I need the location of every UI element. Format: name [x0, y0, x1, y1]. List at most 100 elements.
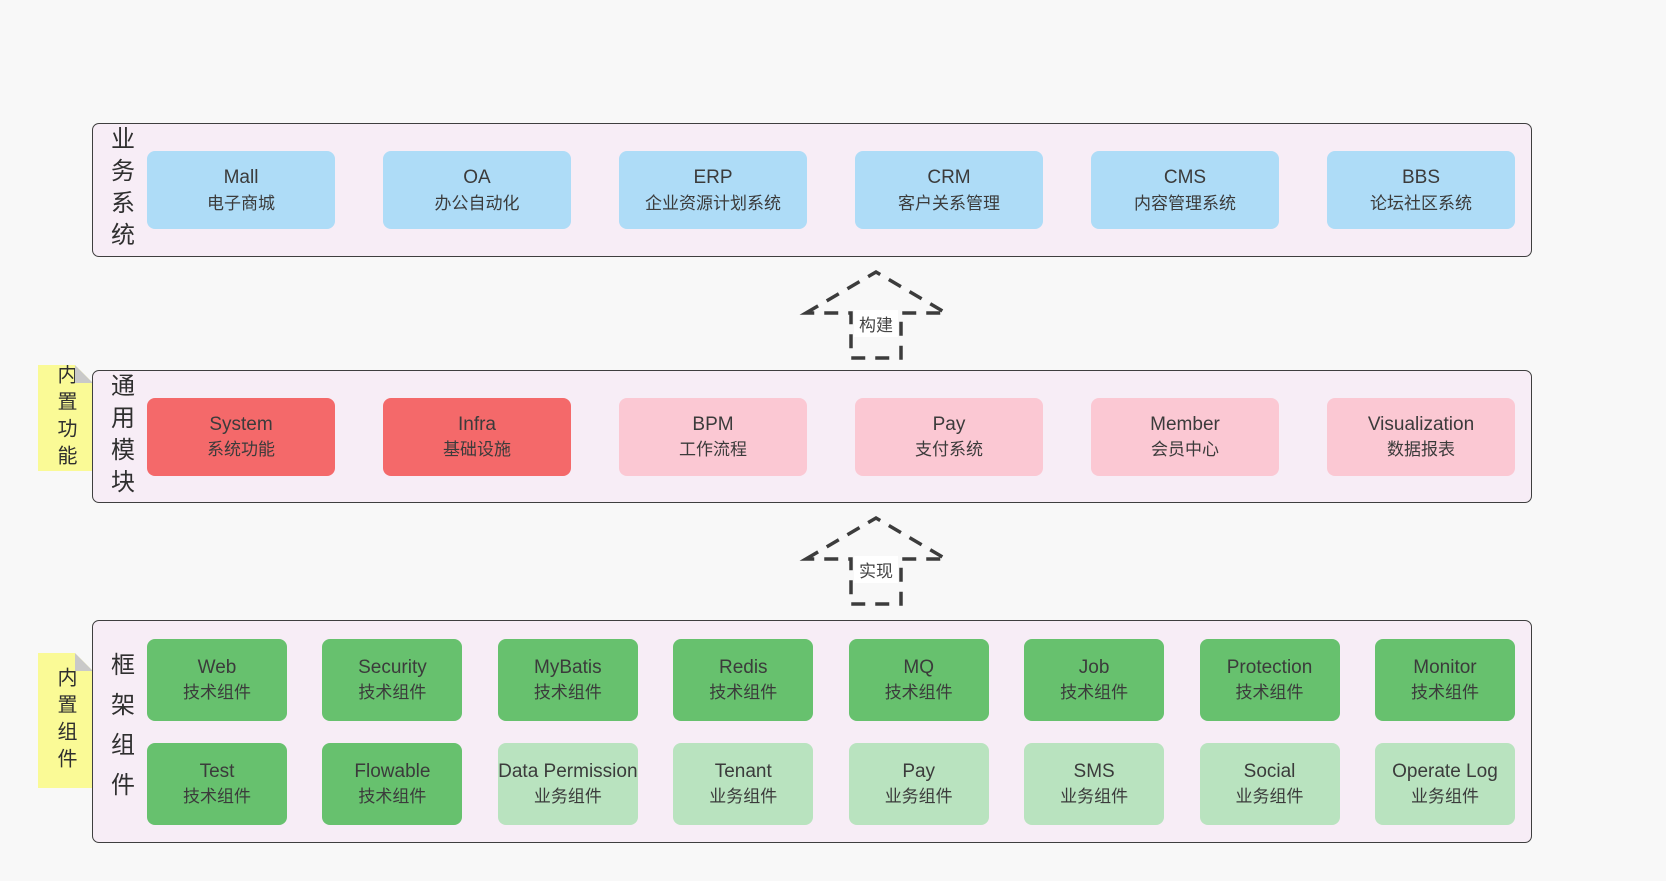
box-operate-log: Operate Log 业务组件	[1374, 742, 1515, 825]
box-title: Monitor	[1413, 656, 1477, 678]
box-title: ERP	[693, 167, 733, 188]
box-title: Security	[358, 656, 427, 678]
box-pay: Pay 支付系统	[855, 397, 1043, 476]
box-title: Data Permission	[498, 760, 638, 782]
box-title: Operate Log	[1392, 760, 1498, 782]
band-boxes: Mall 电子商城 OA 办公自动化 ERP 企业资源计划系统 CRM 客户关系管理 CMS 内容…	[143, 151, 1531, 229]
box-subtitle: 业务组件	[1060, 787, 1129, 807]
box-protection: Protection 技术组件	[1199, 638, 1340, 721]
box-title: System	[209, 413, 273, 435]
box-title: Mall	[223, 167, 259, 188]
box-subtitle: 业务组件	[1235, 787, 1304, 807]
box-subtitle: 业务组件	[533, 787, 602, 807]
folded-corner-icon	[75, 365, 93, 383]
box-title: CRM	[927, 167, 971, 188]
box-subtitle: 电子商城	[207, 193, 275, 213]
box-title: Pay	[902, 760, 936, 782]
dashed-up-arrow-icon	[799, 515, 953, 606]
box-subtitle: 技术组件	[709, 683, 778, 703]
box-pay: Pay 业务组件	[848, 742, 989, 825]
box-subtitle: 技术组件	[884, 683, 953, 703]
arrow-implement: 实现	[796, 512, 956, 612]
sticky-note-label: 内置功能	[54, 364, 76, 472]
box-title: MQ	[903, 656, 934, 678]
box-erp: ERP 企业资源计划系统	[619, 151, 807, 229]
box-tenant: Tenant 业务组件	[673, 742, 814, 825]
box-subtitle: 技术组件	[1410, 683, 1479, 703]
box-subtitle: 技术组件	[183, 787, 251, 807]
box-mq: MQ 技术组件	[848, 638, 989, 721]
sticky-note-label: 内置组件	[54, 666, 76, 775]
box-title: BPM	[692, 413, 734, 435]
box-subtitle: 业务组件	[884, 787, 953, 807]
box-title: Web	[197, 656, 237, 678]
box-cms: CMS 内容管理系统	[1091, 151, 1279, 229]
box-test: Test 技术组件	[147, 742, 287, 825]
box-redis: Redis 技术组件	[673, 638, 814, 721]
dashed-up-arrow-icon	[799, 269, 953, 360]
box-mall: Mall 电子商城	[147, 151, 335, 229]
box-member: Member 会员中心	[1091, 397, 1279, 476]
box-title: BBS	[1401, 167, 1441, 188]
box-row: Mall 电子商城 OA 办公自动化 ERP 企业资源计划系统 CRM 客户关系管理 CMS 内容…	[147, 151, 1515, 229]
box-security: Security 技术组件	[322, 638, 463, 721]
box-bbs: BBS 论坛社区系统	[1327, 151, 1515, 229]
box-sms: SMS 业务组件	[1024, 742, 1165, 825]
band-label: 框架组件	[106, 651, 134, 812]
box-title: Test	[199, 760, 235, 782]
box-data-permission: Data Permission 业务组件	[497, 742, 638, 825]
box-title: Pay	[932, 413, 966, 435]
box-subtitle: 客户关系管理	[898, 193, 1000, 213]
arrow-label: 实现	[854, 556, 898, 583]
box-subtitle: 技术组件	[183, 683, 251, 703]
box-subtitle: 技术组件	[533, 683, 602, 703]
box-subtitle: 支付系统	[915, 440, 983, 460]
arrow-build: 构建	[796, 266, 956, 366]
box-title: SMS	[1073, 760, 1115, 782]
box-title: CMS	[1163, 167, 1207, 188]
box-subtitle: 技术组件	[358, 787, 427, 807]
band-label: 通用模块	[106, 372, 134, 501]
box-subtitle: 办公自动化	[434, 193, 520, 213]
box-subtitle: 会员中心	[1151, 440, 1219, 460]
box-infra: Infra 基础设施	[383, 397, 571, 476]
sticky-note-built-in-components: 内置组件	[38, 653, 93, 788]
box-title: Member	[1150, 413, 1220, 435]
box-subtitle: 企业资源计划系统	[645, 193, 781, 213]
box-subtitle: 业务组件	[1410, 787, 1479, 807]
box-title: MyBatis	[534, 656, 602, 678]
band-business-systems: 业务系统 Mall 电子商城 OA 办公自动化 ERP 企业资源计划系统 CRM 客户关系管理…	[92, 123, 1532, 257]
box-oa: OA 办公自动化	[383, 151, 571, 229]
box-title: Tenant	[714, 760, 772, 782]
box-title: Visualization	[1367, 413, 1475, 435]
box-subtitle: 基础设施	[443, 440, 511, 460]
box-subtitle: 技术组件	[358, 683, 427, 703]
box-subtitle: 业务组件	[709, 787, 778, 807]
box-title: Infra	[457, 413, 497, 435]
box-subtitle: 数据报表	[1387, 440, 1455, 460]
box-subtitle: 技术组件	[1060, 683, 1129, 703]
box-title: Protection	[1226, 656, 1313, 678]
box-subtitle: 内容管理系统	[1134, 193, 1236, 213]
box-monitor: Monitor 技术组件	[1374, 638, 1515, 721]
band-label: 业务系统	[106, 126, 134, 254]
arrow-label: 构建	[854, 310, 898, 337]
box-subtitle: 论坛社区系统	[1370, 193, 1472, 213]
box-title: Flowable	[354, 760, 431, 782]
box-title: OA	[463, 167, 491, 188]
box-subtitle: 技术组件	[1235, 683, 1304, 703]
box-mybatis: MyBatis 技术组件	[497, 638, 638, 721]
sticky-note-built-in-features: 内置功能	[38, 365, 93, 471]
box-title: Redis	[718, 656, 768, 678]
box-crm: CRM 客户关系管理	[855, 151, 1043, 229]
